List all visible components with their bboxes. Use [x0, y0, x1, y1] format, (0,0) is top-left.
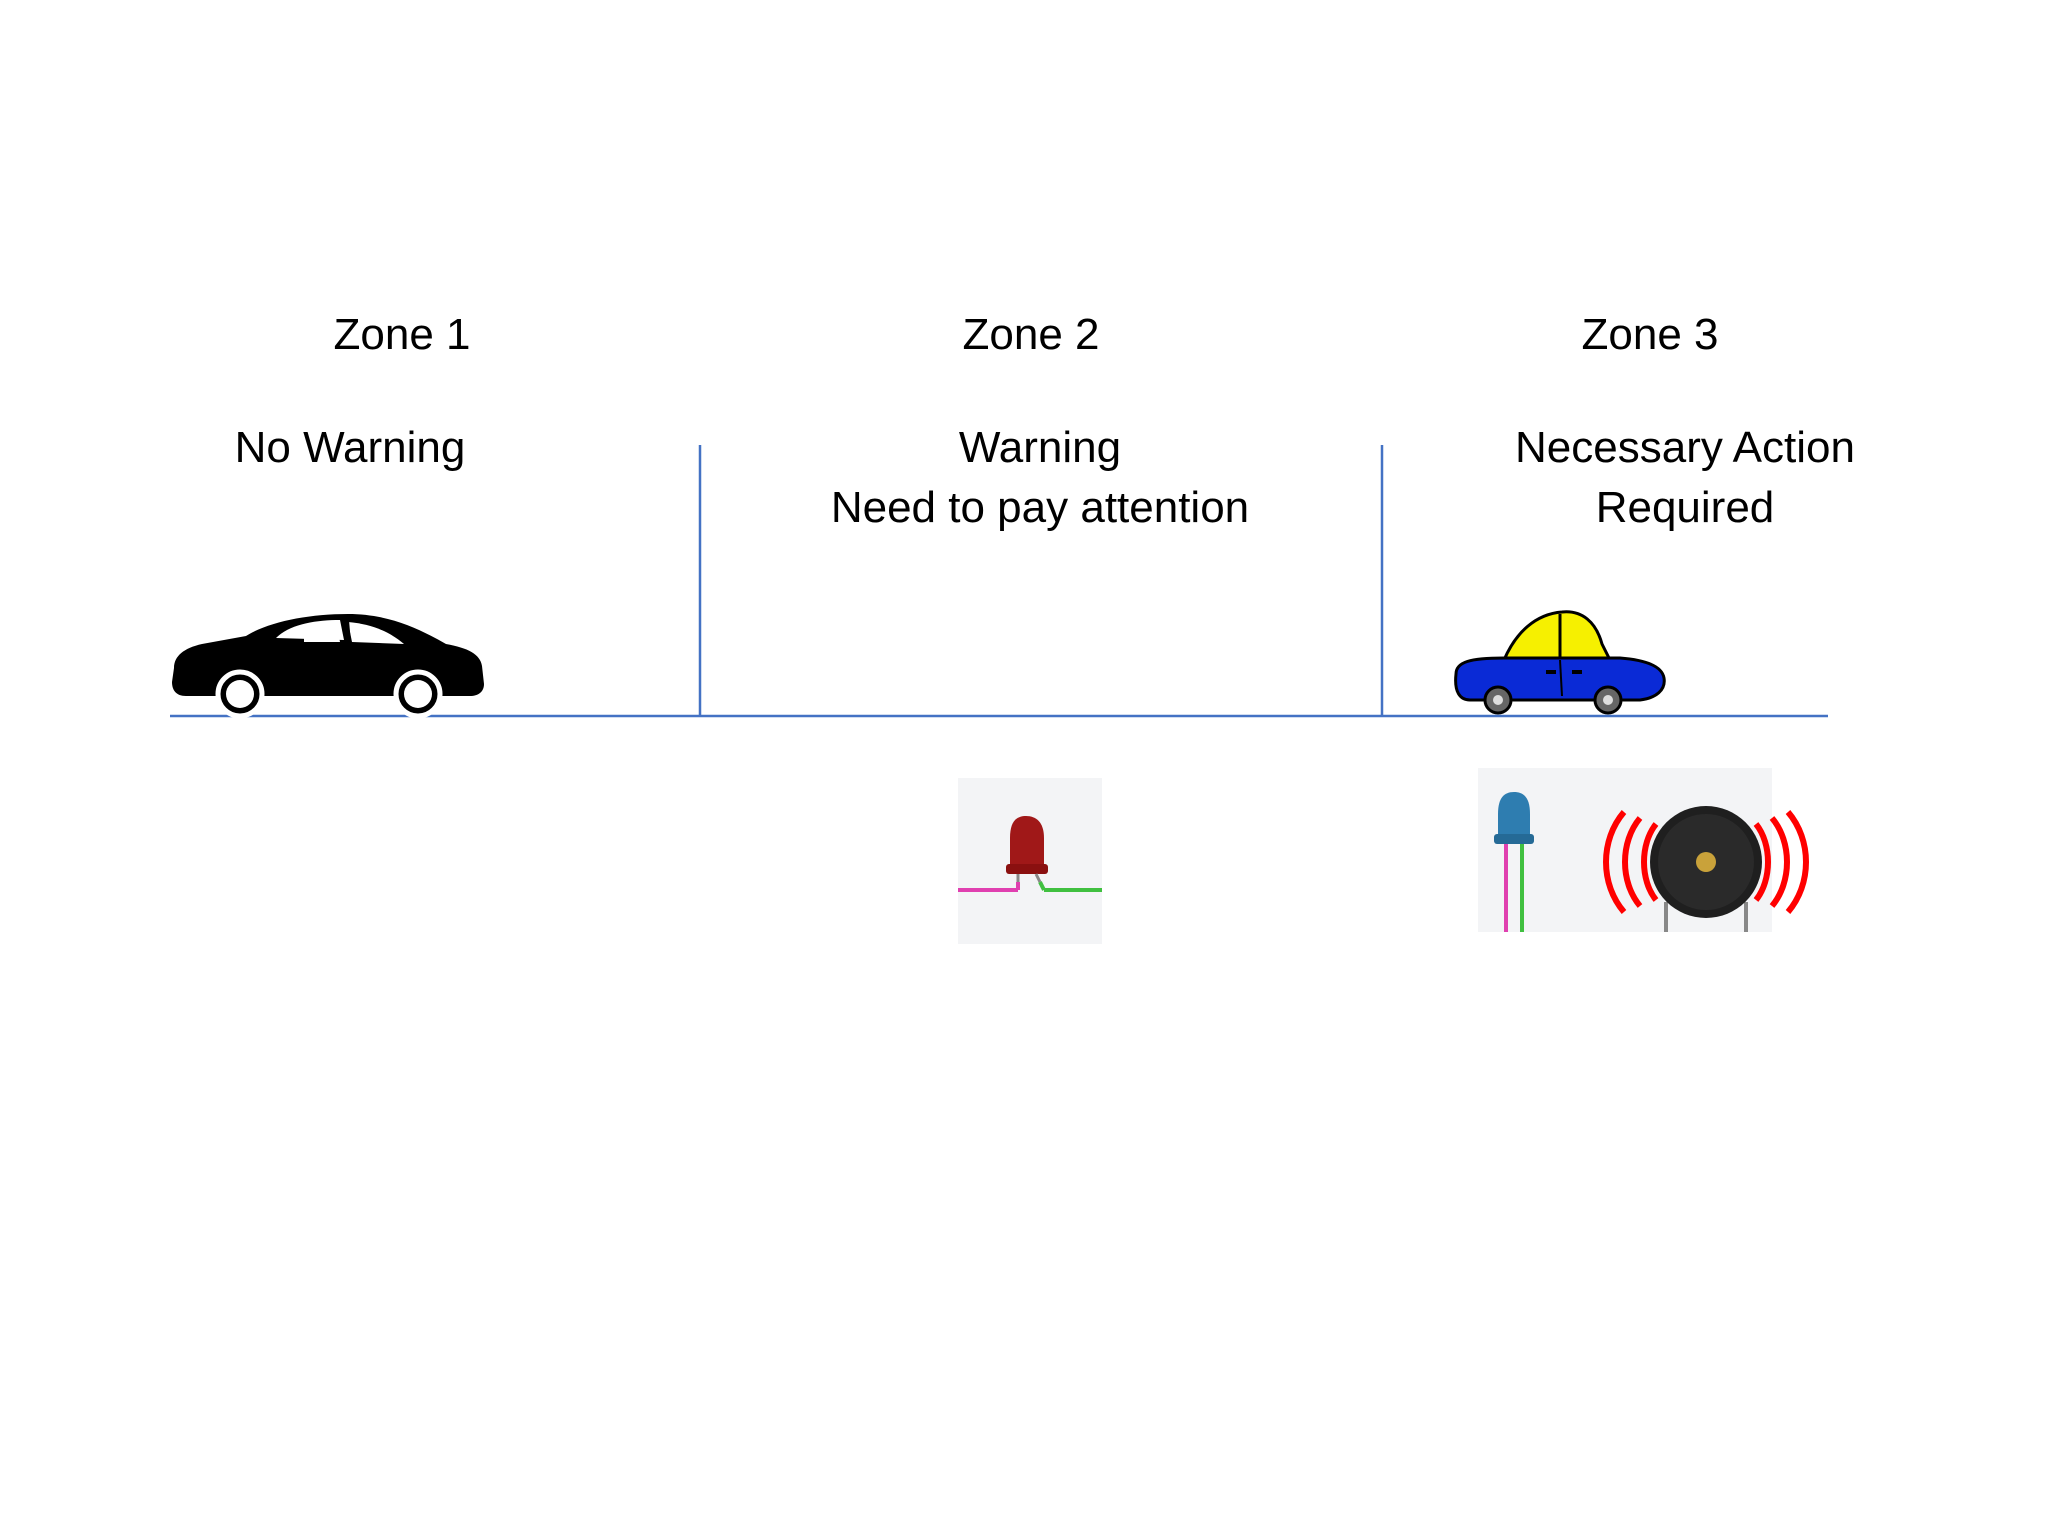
blue-cartoon-car-icon	[1450, 608, 1670, 718]
red-led-icon	[958, 778, 1102, 944]
sound-waves-left	[1606, 812, 1656, 912]
sound-waves-right	[1756, 812, 1806, 912]
buzzer-icon	[1596, 792, 1816, 932]
black-sedan-car-icon	[168, 610, 488, 720]
blue-led-icon	[1488, 782, 1548, 932]
